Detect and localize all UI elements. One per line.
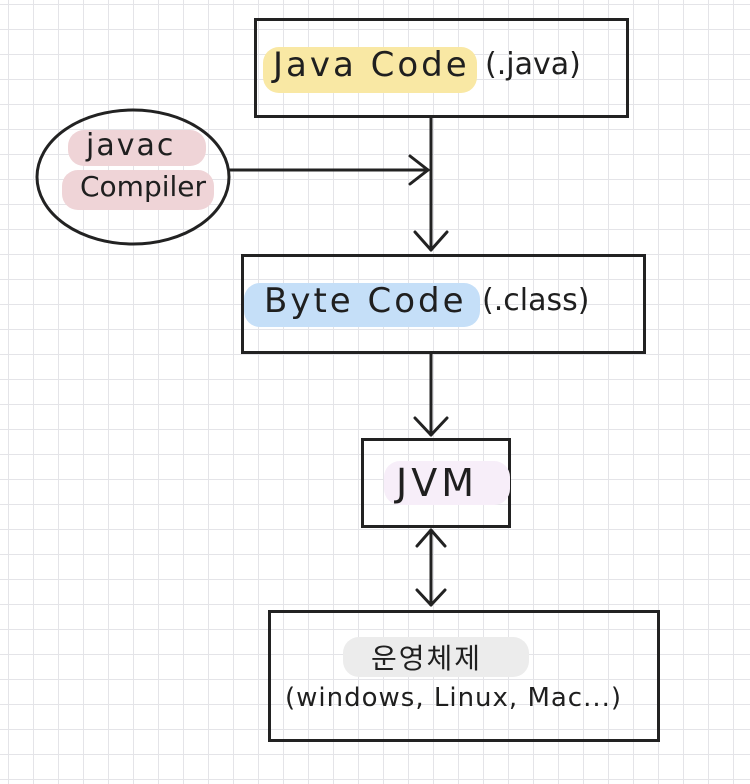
java-code-highlight <box>263 47 477 93</box>
arrow-java-to-bytecode <box>413 116 449 252</box>
jvm-highlight <box>384 461 510 505</box>
java-code-label: Java Code <box>273 45 470 85</box>
compiler-highlight-top <box>68 130 206 166</box>
byte-code-extension: (.class) <box>482 283 590 318</box>
java-code-box: Java Code (.java) <box>254 18 629 118</box>
jvm-box: JVM <box>361 438 511 528</box>
jvm-label: JVM <box>396 461 478 505</box>
arrow-jvm-os-bidirectional <box>415 528 447 607</box>
compiler-highlight-bottom <box>62 170 214 210</box>
os-box: 운영체제 (windows, Linux, Mac...) <box>268 610 660 742</box>
compiler-line-2: Compiler <box>80 170 207 203</box>
os-platforms: (windows, Linux, Mac...) <box>285 683 623 713</box>
byte-code-label: Byte Code <box>264 281 467 321</box>
compiler-line-1: javac <box>86 128 176 163</box>
byte-code-box: Byte Code (.class) <box>241 254 646 354</box>
java-code-extension: (.java) <box>485 47 581 82</box>
os-title-highlight <box>343 637 529 677</box>
byte-code-highlight <box>244 283 480 327</box>
os-title: 운영체제 <box>371 642 483 675</box>
arrow-bytecode-to-jvm <box>413 352 449 437</box>
arrow-compiler-to-flow <box>228 154 430 186</box>
compiler-circle <box>35 108 231 246</box>
